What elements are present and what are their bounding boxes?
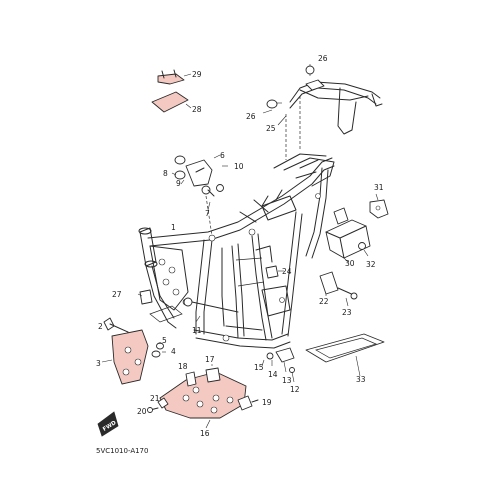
- callout-14: 14: [268, 370, 278, 379]
- callout-4: 4: [171, 347, 176, 356]
- front-engine-bracket: [101, 289, 183, 385]
- callout-22: 22: [319, 297, 329, 306]
- callout-labels: 1 2 3 4 5 6 7 8 9 10 11 12 13 14 15 16 1…: [96, 54, 384, 438]
- callout-23: 23: [342, 308, 352, 317]
- callout-10: 10: [234, 162, 244, 171]
- callout-17: 17: [205, 355, 215, 364]
- battery-box: [325, 207, 371, 263]
- callout-18: 18: [178, 362, 188, 371]
- callout-29: 29: [192, 70, 202, 79]
- callout-16: 16: [200, 429, 210, 438]
- callout-8: 8: [163, 169, 168, 178]
- part-11-bolt: [183, 297, 239, 323]
- rear-grab-rail: [262, 64, 383, 160]
- rear-small-hardware: [261, 347, 295, 383]
- callout-11: 11: [192, 326, 202, 335]
- callout-13: 13: [282, 376, 292, 385]
- part-28-plate: [151, 91, 192, 113]
- callout-19: 19: [262, 398, 272, 407]
- callout-31: 31: [374, 183, 384, 192]
- skid-plate: [147, 364, 259, 429]
- part-29-bracket: [157, 69, 192, 85]
- engine-mount-hardware: [171, 154, 228, 237]
- callout-6: 6: [220, 151, 225, 160]
- callout-15: 15: [254, 363, 264, 372]
- main-frame: [138, 153, 335, 349]
- callout-27: 27: [112, 290, 122, 299]
- callout-12: 12: [290, 385, 300, 394]
- part-24-grommet: [265, 265, 284, 279]
- callout-1: 1: [171, 223, 176, 232]
- callout-33: 33: [356, 375, 366, 384]
- callout-32: 32: [366, 260, 376, 269]
- callout-21: 21: [150, 394, 160, 403]
- callout-7: 7: [205, 209, 210, 218]
- callout-28: 28: [192, 105, 202, 114]
- callout-25: 25: [266, 124, 276, 133]
- callout-30: 30: [345, 259, 355, 268]
- diagram-code: 5VC1010-A170: [96, 447, 148, 455]
- callout-24: 24: [282, 267, 292, 276]
- side-cover-bracket: [369, 193, 389, 219]
- callout-26a: 26: [246, 112, 256, 121]
- forward-arrow-icon: FWD: [97, 411, 119, 437]
- callout-3: 3: [96, 359, 101, 368]
- callout-5: 5: [162, 336, 167, 345]
- callout-20: 20: [137, 407, 147, 416]
- part-33-mat: [305, 333, 385, 377]
- callout-26b: 26: [318, 54, 328, 63]
- part-22-bracket: [319, 271, 358, 307]
- callout-2: 2: [98, 322, 103, 331]
- callout-9: 9: [176, 179, 181, 188]
